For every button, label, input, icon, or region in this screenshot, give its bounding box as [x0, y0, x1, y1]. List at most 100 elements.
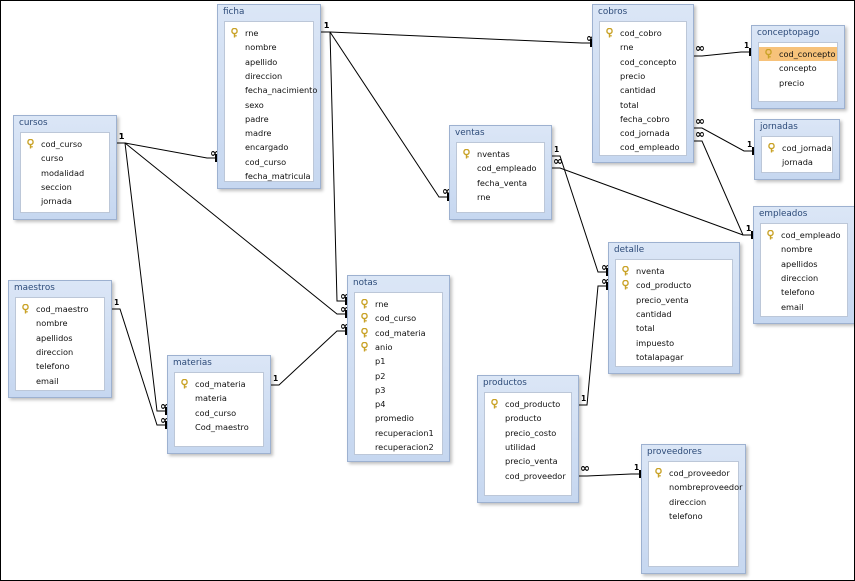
- table-title[interactable]: cobros: [598, 7, 628, 17]
- field-row[interactable]: telefono: [649, 509, 738, 523]
- field-row[interactable]: cantidad: [616, 307, 732, 321]
- field-row[interactable]: apellido: [225, 55, 313, 69]
- field-row[interactable]: cod_materia: [355, 326, 442, 340]
- field-row[interactable]: telefono: [761, 285, 847, 299]
- field-row[interactable]: direccion: [649, 495, 738, 509]
- relationship-line-empleados-cobros[interactable]: [692, 140, 753, 236]
- field-row[interactable]: cod_materia: [175, 377, 263, 391]
- field-row[interactable]: total: [600, 98, 686, 112]
- field-row[interactable]: nventas: [457, 147, 544, 161]
- field-row[interactable]: direccion: [225, 69, 313, 83]
- field-row[interactable]: producto: [485, 411, 571, 425]
- field-row[interactable]: telefono: [16, 359, 104, 373]
- field-row[interactable]: rne: [225, 26, 313, 40]
- field-row[interactable]: precio_costo: [485, 426, 571, 440]
- field-row[interactable]: cod_jornada: [600, 126, 686, 140]
- field-row[interactable]: cod_maestro: [16, 302, 104, 316]
- relationship-line-materias-notas[interactable]: [269, 330, 347, 386]
- field-row[interactable]: cod_concepto: [759, 47, 837, 61]
- field-row[interactable]: email: [16, 374, 104, 388]
- table-title[interactable]: ventas: [455, 128, 485, 138]
- relationship-line-ficha-cobros[interactable]: [319, 31, 592, 44]
- field-row[interactable]: rne: [600, 40, 686, 54]
- field-row[interactable]: cod_empleado: [761, 228, 847, 242]
- table-title[interactable]: productos: [483, 378, 527, 388]
- field-row[interactable]: padre: [225, 112, 313, 126]
- relationship-line-ficha-ventas[interactable]: [319, 31, 449, 198]
- field-row[interactable]: cod_proveedor: [485, 469, 571, 483]
- field-row[interactable]: encargado: [225, 140, 313, 154]
- field-row[interactable]: jornada: [762, 155, 832, 169]
- field-row[interactable]: apellidos: [761, 257, 847, 271]
- field-row[interactable]: nombre: [16, 316, 104, 330]
- relationship-line-ficha-notas[interactable]: [319, 31, 347, 302]
- field-row[interactable]: cod_curso: [21, 137, 109, 151]
- field-row[interactable]: nombre: [761, 242, 847, 256]
- table-title[interactable]: maestros: [14, 283, 55, 293]
- field-row[interactable]: totalapagar: [616, 350, 732, 364]
- field-row[interactable]: p4: [355, 397, 442, 411]
- field-row[interactable]: cod_producto: [485, 397, 571, 411]
- field-row[interactable]: cantidad: [600, 83, 686, 97]
- field-row[interactable]: nombre: [225, 40, 313, 54]
- field-row[interactable]: fecha_nacimiento: [225, 83, 317, 97]
- relationship-line-productos-detalle[interactable]: [577, 285, 608, 406]
- field-row[interactable]: cod_producto: [616, 278, 732, 292]
- table-title[interactable]: jornadas: [760, 122, 798, 132]
- field-row[interactable]: nombreproveedor: [649, 480, 742, 494]
- field-row[interactable]: apellidos: [16, 331, 104, 345]
- relationship-line-cursos-materias[interactable]: [115, 142, 167, 412]
- field-row[interactable]: recuperacion2: [355, 440, 442, 454]
- field-row[interactable]: p2: [355, 369, 442, 383]
- table-title[interactable]: detalle: [614, 245, 645, 255]
- field-row[interactable]: direccion: [16, 345, 104, 359]
- relationship-line-cursos-ficha[interactable]: [115, 142, 217, 159]
- field-row[interactable]: fecha_matricula: [225, 169, 313, 183]
- field-row[interactable]: precio_venta: [485, 454, 571, 468]
- field-row[interactable]: cod_curso: [355, 311, 442, 325]
- field-row[interactable]: concepto: [759, 61, 837, 75]
- field-row[interactable]: cod_curso: [175, 406, 263, 420]
- field-row[interactable]: seccion: [21, 180, 109, 194]
- field-row[interactable]: modalidad: [21, 166, 109, 180]
- field-row[interactable]: precio: [600, 69, 686, 83]
- table-title[interactable]: proveedores: [647, 447, 702, 457]
- field-row[interactable]: cod_proveedor: [649, 466, 738, 480]
- field-row[interactable]: precio: [759, 76, 837, 90]
- relationship-line-empleados-ventas[interactable]: [550, 167, 753, 236]
- table-title[interactable]: notas: [353, 278, 378, 288]
- field-row[interactable]: Cod_maestro: [175, 420, 263, 434]
- field-row[interactable]: cod_cobro: [600, 26, 686, 40]
- field-row[interactable]: cod_jornada: [762, 141, 832, 155]
- field-row[interactable]: total: [616, 321, 732, 335]
- field-row[interactable]: cod_empleado: [457, 161, 544, 175]
- field-row[interactable]: precio_venta: [616, 293, 732, 307]
- field-row[interactable]: anio: [355, 340, 442, 354]
- table-title[interactable]: cursos: [19, 118, 48, 128]
- relationship-line-jornadas-cobros[interactable]: [692, 127, 754, 152]
- field-row[interactable]: rne: [457, 190, 544, 204]
- field-row[interactable]: cod_empleado: [600, 140, 686, 154]
- field-row[interactable]: sexo: [225, 98, 313, 112]
- field-row[interactable]: cod_concepto: [600, 55, 686, 69]
- table-title[interactable]: materias: [173, 358, 212, 368]
